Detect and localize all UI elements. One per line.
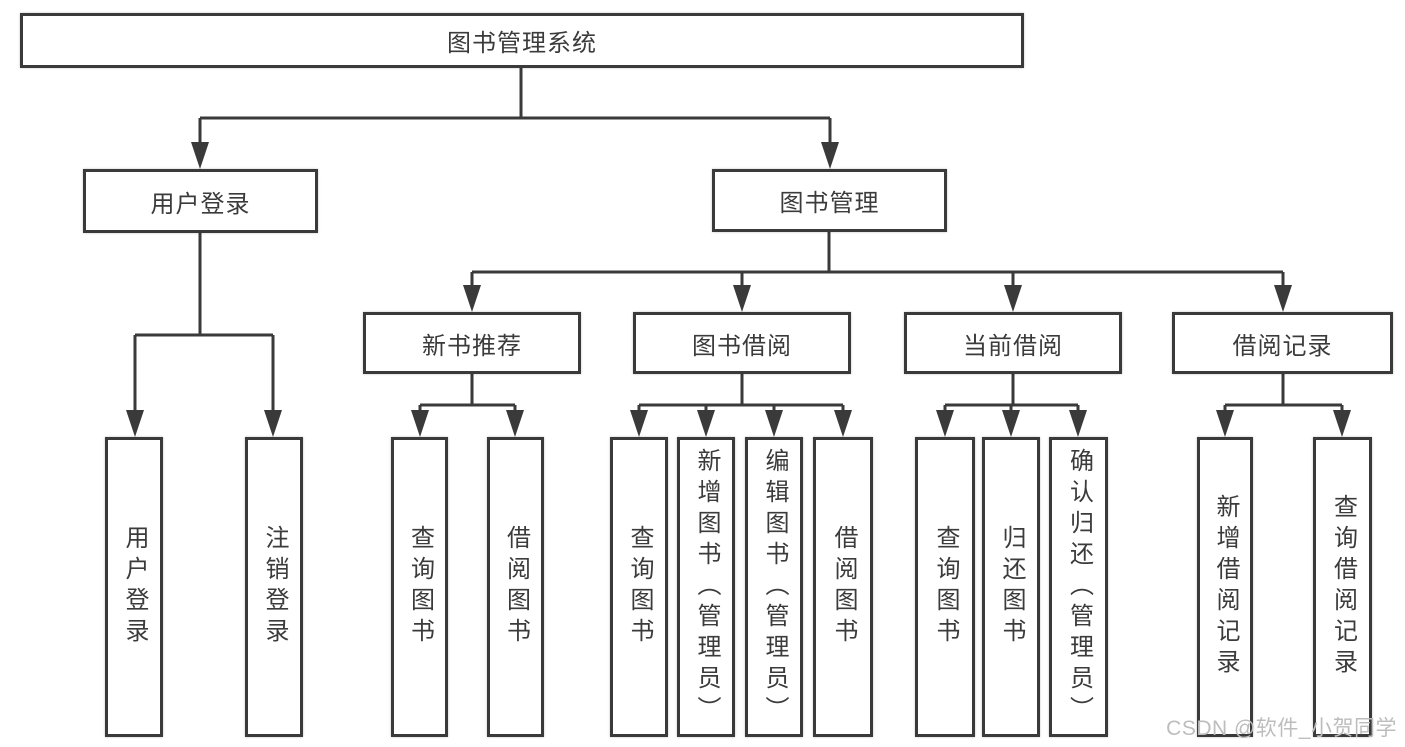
leaf-add-borrow-record: 新增借阅记录 [1197,437,1253,737]
node-borrow-records: 借阅记录 [1172,312,1393,374]
node-book-management-label: 图书管理 [779,190,880,217]
node-root: 图书管理系统 [20,13,1024,68]
leaf-current-query-book: 查询图书 [915,437,975,737]
leaf-logout-label: 注销登录 [261,525,288,649]
leaf-confirm-return-admin-label: 确认归还（管理员） [1065,447,1093,727]
leaf-recommend-borrow-book: 借阅图书 [487,437,544,737]
node-book-borrow-label: 图书借阅 [692,332,792,360]
leaf-query-borrow-record-label: 查询借阅记录 [1329,494,1357,680]
node-borrow-records-label: 借阅记录 [1232,332,1333,360]
leaf-edit-book-admin-label: 编辑图书（管理员） [761,447,788,727]
leaf-borrow-book: 借阅图书 [813,437,873,737]
leaf-add-book-admin-label: 新增图书（管理员） [693,447,720,727]
node-user-login: 用户登录 [83,169,318,233]
node-root-label: 图书管理系统 [447,30,597,57]
node-book-management: 图书管理 [712,169,947,232]
leaf-recommend-query-book: 查询图书 [391,437,448,737]
node-new-book-recommend: 新书推荐 [363,312,581,374]
leaf-edit-book-admin: 编辑图书（管理员） [745,437,803,737]
node-user-login-label: 用户登录 [150,190,251,218]
leaf-return-book: 归还图书 [982,437,1040,737]
csdn-watermark: CSDN @软件_小贺同学 [1166,717,1397,740]
node-current-borrow-label: 当前借阅 [963,332,1063,360]
leaf-return-book-label: 归还图书 [998,525,1025,649]
leaf-borrow-query-book: 查询图书 [610,437,668,737]
leaf-user-login-label: 用户登录 [121,525,148,649]
node-new-book-recommend-label: 新书推荐 [422,332,522,360]
node-current-borrow: 当前借阅 [904,312,1122,374]
node-book-borrow: 图书借阅 [633,312,851,374]
leaf-query-borrow-record: 查询借阅记录 [1313,437,1372,737]
leaf-add-book-admin: 新增图书（管理员） [677,437,735,737]
leaf-current-query-book-label: 查询图书 [932,525,959,649]
leaf-add-borrow-record-label: 新增借阅记录 [1212,494,1239,680]
leaf-confirm-return-admin: 确认归还（管理员） [1049,437,1108,737]
leaf-user-login: 用户登录 [105,437,163,737]
leaf-recommend-borrow-book-label: 借阅图书 [502,525,530,649]
leaf-logout: 注销登录 [245,437,303,737]
leaf-borrow-query-book-label: 查询图书 [626,525,653,649]
leaf-recommend-query-book-label: 查询图书 [406,525,434,649]
leaf-borrow-book-label: 借阅图书 [830,525,857,649]
